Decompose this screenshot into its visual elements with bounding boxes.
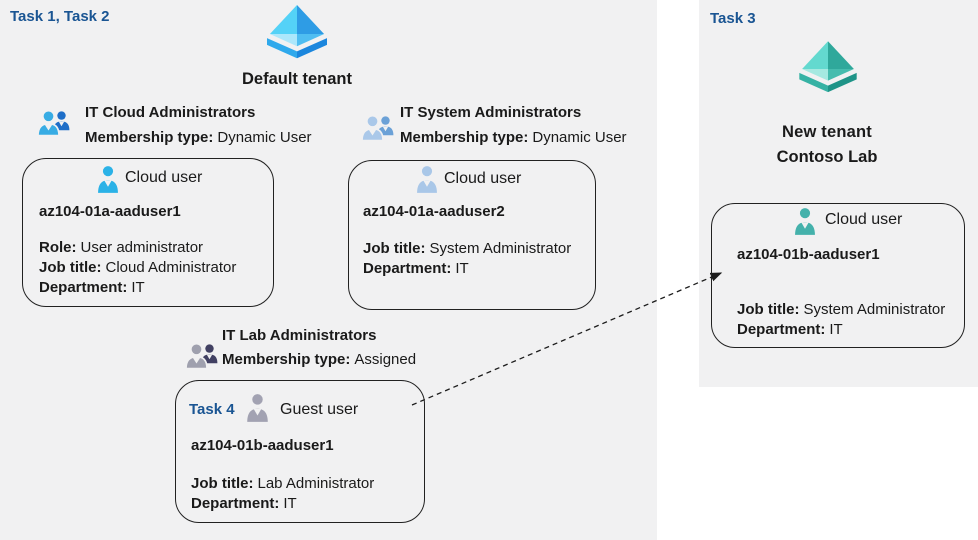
field-value: Lab Administrator [257, 475, 375, 492]
group-membership: Membership type:Dynamic User [85, 129, 312, 146]
field-label: Department: [191, 495, 280, 512]
user-type-label: Cloud user [125, 169, 203, 186]
group-icon [360, 112, 394, 142]
field-label: Job title: [363, 240, 426, 257]
new-tenant-user-card: Cloud user az104-01b-aaduser1 Job title:… [711, 203, 965, 348]
user-name: az104-01b-aaduser1 [737, 246, 880, 263]
guest-user-card: Task 4 Guest user az104-01b-aaduser1 Job… [175, 380, 425, 523]
default-tenant-label: Default tenant [241, 70, 352, 88]
field-label: Job title: [191, 475, 254, 492]
user-field: Department:IT [363, 259, 571, 279]
guest-user-icon [244, 393, 271, 424]
user-type-label: Guest user [280, 401, 359, 418]
membership-label: Membership type: [85, 129, 214, 146]
field-value: IT [455, 260, 469, 277]
field-label: Job title: [737, 301, 800, 318]
user-name: az104-01a-aaduser2 [363, 203, 505, 220]
user-name: az104-01a-aaduser1 [39, 203, 181, 220]
field-value: IT [829, 321, 843, 338]
membership-label: Membership type: [222, 351, 351, 368]
user-card-aaduser2: Cloud user az104-01a-aaduser2 Job title:… [348, 160, 596, 310]
task-1-2-label: Task 1, Task 2 [10, 8, 110, 25]
user-name: az104-01b-aaduser1 [191, 437, 334, 454]
field-label: Job title: [39, 259, 102, 276]
field-value: IT [131, 279, 145, 296]
user-field: Department:IT [191, 494, 374, 514]
membership-value: Dynamic User [532, 129, 627, 146]
group-icon [184, 340, 218, 370]
field-value: Cloud Administrator [105, 259, 237, 276]
field-value: User administrator [80, 239, 204, 256]
user-field: Job title:System Administrator [737, 300, 945, 320]
group-membership: Membership type:Assigned [222, 351, 416, 368]
task-3-label: Task 3 [710, 10, 756, 27]
membership-value: Dynamic User [217, 129, 312, 146]
user-field: Job title:System Administrator [363, 239, 571, 259]
user-field: Department:IT [39, 278, 236, 298]
user-type-label: Cloud user [444, 170, 522, 187]
user-card-aaduser1: Cloud user az104-01a-aaduser1 Role:User … [22, 158, 274, 307]
new-tenant-label: New tenant [781, 123, 872, 141]
azure-ad-new-tenant-icon [791, 38, 865, 100]
cloud-user-icon [95, 165, 121, 195]
new-tenant-name: Contoso Lab [776, 148, 878, 166]
cloud-user-icon [792, 207, 818, 237]
cloud-user-icon [414, 165, 440, 195]
group-name: IT System Administrators [400, 104, 582, 121]
group-name: IT Cloud Administrators [85, 104, 256, 121]
task-4-label: Task 4 [189, 401, 235, 418]
membership-value: Assigned [354, 351, 417, 368]
user-field: Role:User administrator [39, 238, 236, 258]
field-label: Department: [363, 260, 452, 277]
azure-ad-tenant-icon [257, 4, 337, 64]
user-field: Job title:Cloud Administrator [39, 258, 236, 278]
group-name: IT Lab Administrators [222, 327, 377, 344]
user-field: Job title:Lab Administrator [191, 474, 374, 494]
group-membership: Membership type:Dynamic User [400, 129, 627, 146]
default-tenant-area [0, 0, 657, 540]
group-icon [36, 107, 70, 137]
user-type-label: Cloud user [825, 211, 903, 228]
membership-label: Membership type: [400, 129, 529, 146]
field-value: System Administrator [429, 240, 572, 257]
field-label: Role: [39, 239, 77, 256]
field-value: IT [283, 495, 297, 512]
user-field: Department:IT [737, 320, 945, 340]
field-label: Department: [737, 321, 826, 338]
field-value: System Administrator [803, 301, 946, 318]
field-label: Department: [39, 279, 128, 296]
